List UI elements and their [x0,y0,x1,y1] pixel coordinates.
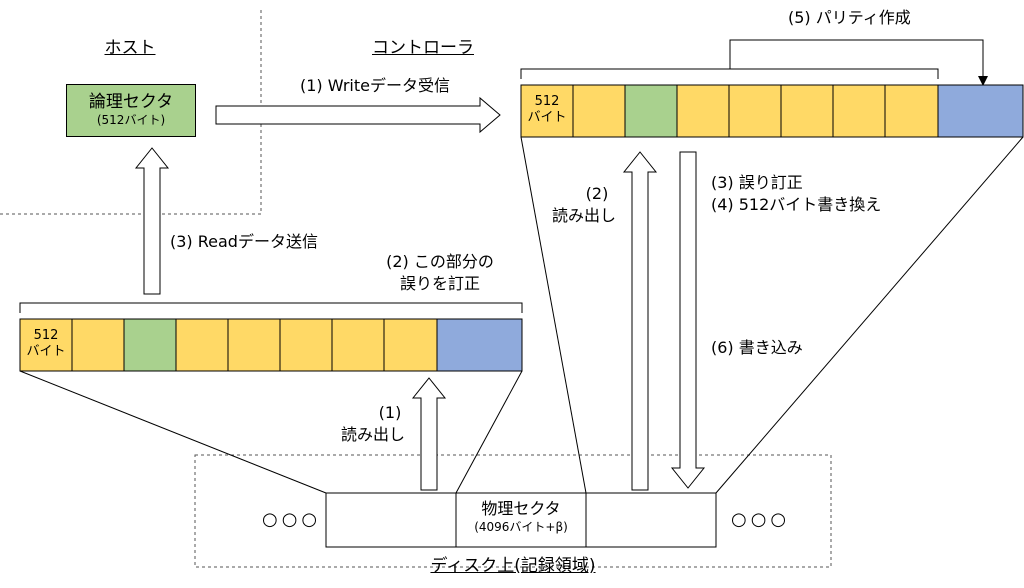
disk-track [325,492,717,548]
read-buffer [19,318,523,372]
write-in-label: (6) 書き込み [711,338,803,357]
physical-sector-box: 物理セクタ (4096バイト+β) [456,492,586,548]
read-cell-2 [71,318,125,372]
dots-right: ○○○ [731,509,791,530]
controller-read-label-2: 読み出し [551,206,617,225]
expand-line-ctrl-right [715,136,1024,494]
read-send-label: (3) Readデータ送信 [170,232,318,251]
correct-part-label-1: (2) この部分の [386,252,494,271]
error-correct-label: (3) 誤り訂正 [711,173,803,192]
controller-title: コントローラ [372,38,474,58]
disk-area-title: ディスク上(記録領域) [430,556,596,576]
write-receive-label: (1) Writeデータ受信 [300,76,450,95]
host-boundary-dashed [0,8,262,215]
read-cell-6 [279,318,333,372]
controller-cell-8 [884,84,939,138]
read-cell-5 [227,318,281,372]
controller-buffer-bracket [520,68,939,79]
controller-buffer [520,84,1024,138]
physical-sector-size: (4096バイト+β) [474,520,568,534]
controller-cell-4 [676,84,730,138]
expand-line-ctrl-left [520,136,587,494]
controller-cell-6 [780,84,834,138]
physical-sector-title: 物理セクタ [481,499,561,518]
read-cell-parity [436,318,523,372]
controller-cell-1 [520,84,574,138]
logical-sector-size: (512バイト) [96,113,166,127]
read-cell-8 [383,318,438,372]
controller-cell-3-updated [624,84,678,138]
logical-sector-box: 論理セクタ (512バイト) [66,84,196,137]
read-cell-7 [331,318,385,372]
read-send-arrow [134,147,170,295]
write-receive-arrow [215,96,501,134]
expand-line-read-left [19,370,327,494]
expand-line-read-right [455,370,523,494]
disk-read-arrow [411,377,447,491]
parity-create-line [729,39,984,78]
disk-read-label-1: (1) [378,403,402,422]
read-first-cell-label: 512 バイト [26,328,66,359]
controller-read-arrow [622,151,658,491]
correct-part-label-2: 誤りを訂正 [399,274,481,293]
parity-create-arrowhead [978,76,988,86]
controller-cell-7 [832,84,886,138]
controller-first-cell-label: 512 バイト [527,94,567,125]
controller-cell-2 [572,84,626,138]
parity-create-label: (5) パリティ作成 [788,8,911,27]
read-cell-4 [175,318,229,372]
logical-sector-title: 論理セクタ [88,92,174,112]
disk-area-dashed-box [194,454,832,568]
disk-read-label-2: 読み出し [340,425,406,444]
dots-left: ○○○ [262,509,322,530]
write-in-arrow [670,151,706,489]
host-title: ホスト [104,38,156,58]
rewrite-512-label: (4) 512バイト書き換え [711,195,882,214]
read-buffer-bracket [19,302,523,313]
read-cell-3-corrected [123,318,177,372]
controller-read-label-1: (2) [585,184,609,203]
controller-cell-5 [728,84,782,138]
controller-cell-parity [937,84,1024,138]
